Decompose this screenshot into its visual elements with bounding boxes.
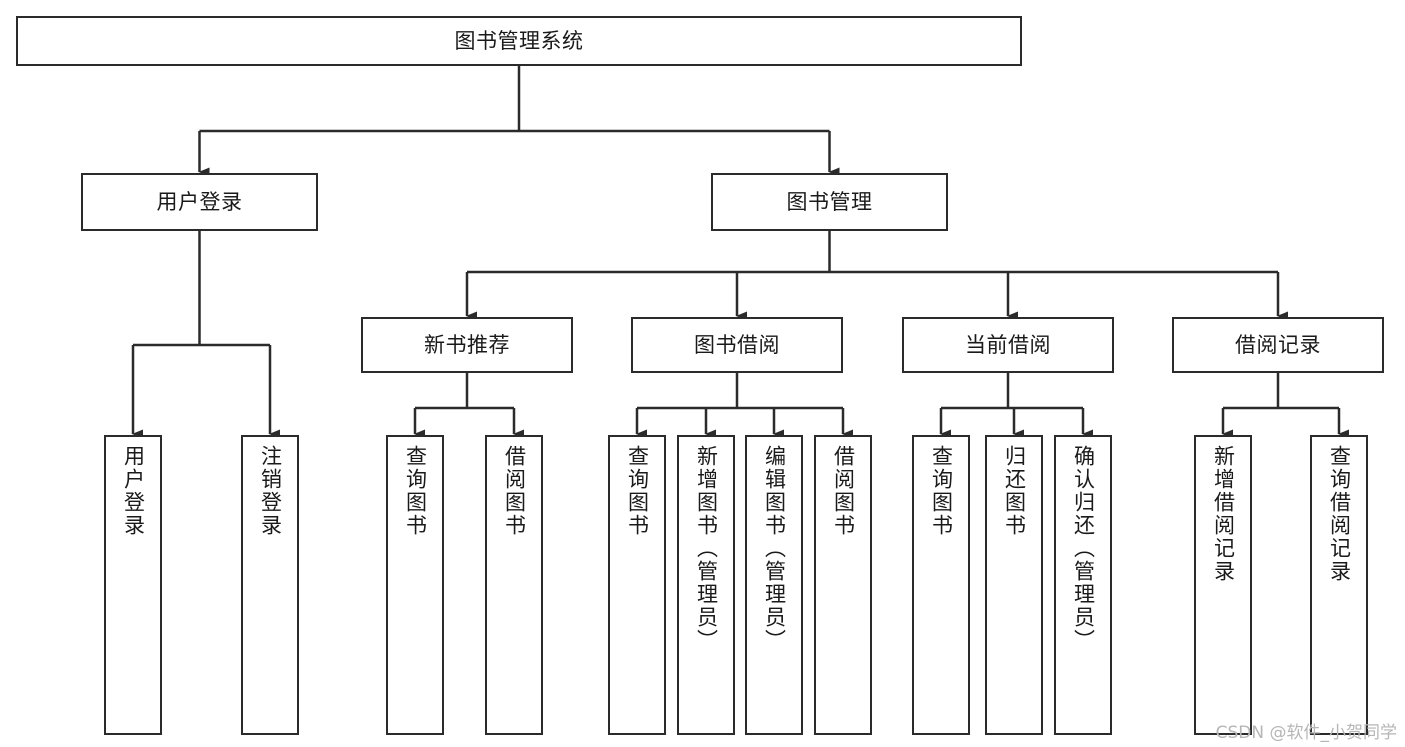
node-leaf-leaf-user-login[interactable]: 用户登录 <box>104 435 162 735</box>
node-leaf-leaf-borrow-book-2[interactable]: 借阅图书 <box>814 435 872 735</box>
node-label: 借阅图书 <box>502 445 527 537</box>
node-level3-new-book-rec[interactable]: 新书推荐 <box>361 317 573 373</box>
node-label: 归还图书 <box>1002 445 1027 537</box>
node-leaf-leaf-add-book[interactable]: 新增图书（管理员） <box>677 435 735 735</box>
node-label: 当前借阅 <box>965 332 1051 357</box>
node-label: 图书借阅 <box>694 332 780 357</box>
node-label: 查询图书 <box>625 445 650 537</box>
node-label: 注销登录 <box>258 445 283 537</box>
node-label: 查询图书 <box>929 445 954 537</box>
node-label: 用户登录 <box>156 189 243 214</box>
node-label: 查询借阅记录 <box>1327 445 1352 583</box>
node-leaf-leaf-query-book-2[interactable]: 查询图书 <box>608 435 666 735</box>
node-leaf-leaf-borrow-book-1[interactable]: 借阅图书 <box>485 435 543 735</box>
node-level3-borrow-record[interactable]: 借阅记录 <box>1172 317 1384 373</box>
node-leaf-leaf-query-record[interactable]: 查询借阅记录 <box>1310 435 1368 735</box>
node-leaf-leaf-query-book-3[interactable]: 查询图书 <box>912 435 970 735</box>
node-level2-book-manage[interactable]: 图书管理 <box>711 173 948 231</box>
node-label: 新增借阅记录 <box>1211 445 1236 583</box>
node-label: 用户登录 <box>121 445 146 537</box>
node-label: 图书管理系统 <box>454 28 584 53</box>
node-label: 新增图书（管理员） <box>694 445 719 652</box>
node-leaf-leaf-logout[interactable]: 注销登录 <box>241 435 299 735</box>
node-label: 借阅图书 <box>831 445 856 537</box>
node-leaf-leaf-query-book-1[interactable]: 查询图书 <box>386 435 444 735</box>
node-leaf-leaf-return-book[interactable]: 归还图书 <box>985 435 1043 735</box>
node-leaf-leaf-add-record[interactable]: 新增借阅记录 <box>1194 435 1252 735</box>
node-label: 图书管理 <box>786 189 873 214</box>
node-label: 确认归还（管理员） <box>1071 445 1096 652</box>
node-leaf-leaf-confirm-return[interactable]: 确认归还（管理员） <box>1054 435 1112 735</box>
node-level3-book-borrow[interactable]: 图书借阅 <box>631 317 843 373</box>
node-root-root[interactable]: 图书管理系统 <box>16 16 1022 66</box>
csdn-watermark: CSDN @软件_小贺同学 <box>1215 723 1397 743</box>
node-label: 新书推荐 <box>424 332 510 357</box>
node-label: 借阅记录 <box>1235 332 1321 357</box>
node-label: 编辑图书（管理员） <box>762 445 787 652</box>
node-level3-current-borrow[interactable]: 当前借阅 <box>902 317 1114 373</box>
node-label: 查询图书 <box>403 445 428 537</box>
node-leaf-leaf-edit-book[interactable]: 编辑图书（管理员） <box>745 435 803 735</box>
node-level2-user-login[interactable]: 用户登录 <box>81 173 318 231</box>
